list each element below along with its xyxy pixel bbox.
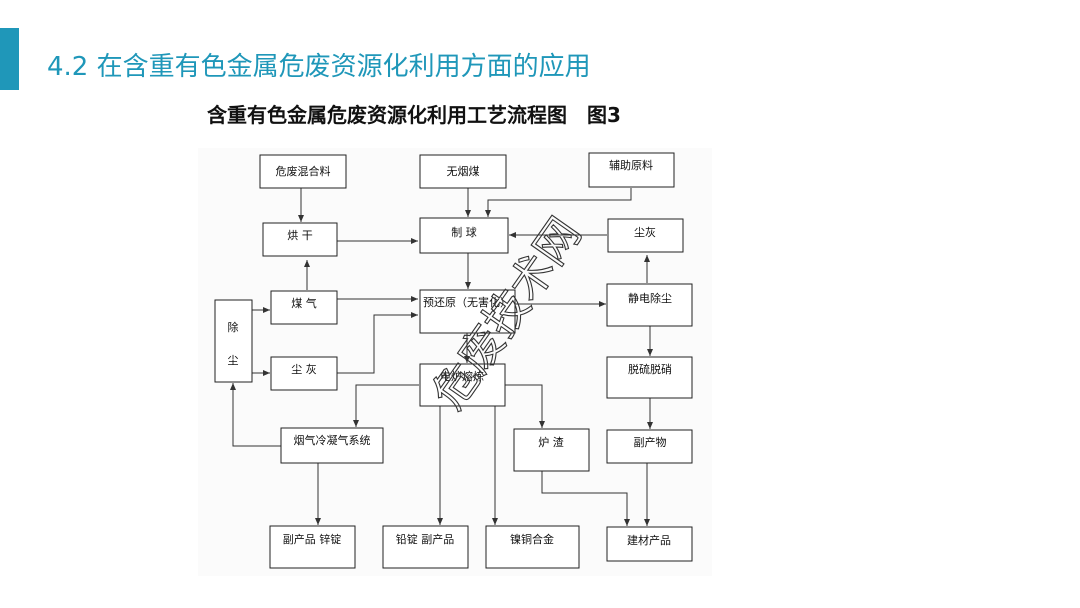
node-drying: 烘 干	[262, 222, 338, 257]
node-auxiliary-material: 辅助原料	[588, 152, 675, 188]
svg-text:尘: 尘	[228, 354, 239, 367]
svg-text:无烟煤: 无烟煤	[447, 164, 480, 178]
svg-text:镍铜合金: 镍铜合金	[510, 532, 554, 546]
diagram-title: 含重有色金属危废资源化利用工艺流程图 图3	[207, 103, 621, 127]
svg-text:脱硫脱硝: 脱硫脱硝	[628, 362, 672, 376]
accent-bar	[0, 28, 19, 90]
node-electrostatic: 静电除尘	[606, 283, 693, 327]
node-flue-gas-condense: 烟气冷凝气系统	[280, 427, 384, 464]
node-dedusting: 除 尘	[214, 299, 253, 383]
connectors	[230, 188, 653, 526]
node-lead-ingot: 铅锭 副产品	[382, 525, 469, 569]
arrow-dustash-to-prereduction	[337, 312, 418, 374]
svg-text:烟气冷凝气系统: 烟气冷凝气系统	[294, 433, 371, 447]
node-coal-gas: 煤 气	[270, 290, 338, 325]
svg-text:危废混合料: 危废混合料	[276, 164, 331, 178]
node-pelletizing: 制 球	[419, 217, 509, 254]
slide-title: 4.2 在含重有色金属危废资源化利用方面的应用	[47, 52, 591, 82]
node-anthracite: 无烟煤	[419, 154, 507, 189]
arrow-slag-to-building	[541, 471, 630, 526]
node-desulfurization: 脱硫脱硝	[606, 356, 693, 399]
node-nickel-copper: 镍铜合金	[485, 525, 580, 569]
arrow-aux-to-pellet	[485, 188, 632, 217]
svg-text:炉 渣: 炉 渣	[538, 435, 564, 449]
svg-text:预还原（无害化）: 预还原（无害化）	[423, 295, 511, 309]
node-slag: 炉 渣	[513, 428, 590, 472]
svg-text:电炉熔炼: 电炉熔炼	[440, 369, 484, 383]
node-hazardous-mixture: 危废混合料	[259, 154, 347, 189]
svg-text:静电除尘: 静电除尘	[628, 291, 672, 305]
node-building-material: 建材产品	[606, 526, 693, 562]
svg-text:尘灰: 尘灰	[634, 225, 656, 239]
arrow-furnace-to-slag	[505, 384, 545, 428]
arrow-fluegas-to-dedust	[230, 383, 281, 447]
svg-text:烘 干: 烘 干	[287, 228, 313, 242]
node-pre-reduction: 预还原（无害化）	[419, 289, 516, 334]
svg-text:煤 气: 煤 气	[291, 296, 317, 310]
svg-text:除: 除	[228, 320, 239, 334]
svg-text:建材产品: 建材产品	[627, 533, 671, 547]
arrow-furnace-to-fluegas	[353, 384, 419, 427]
svg-text:副产品 锌锭: 副产品 锌锭	[283, 532, 342, 546]
svg-text:制 球: 制 球	[451, 225, 477, 239]
node-dust-ash-top: 尘灰	[607, 218, 684, 253]
node-dust-ash: 尘 灰	[270, 356, 338, 391]
node-byproduct: 副产物	[606, 429, 693, 464]
node-furnace-smelting: 电炉熔炼	[419, 363, 506, 407]
svg-text:辅助原料: 辅助原料	[609, 158, 653, 172]
svg-text:铅锭 副产品: 铅锭 副产品	[396, 532, 455, 546]
node-zinc-ingot: 副产品 锌锭	[269, 525, 356, 569]
svg-text:副产物: 副产物	[634, 435, 667, 449]
svg-text:尘 灰: 尘 灰	[291, 362, 317, 376]
